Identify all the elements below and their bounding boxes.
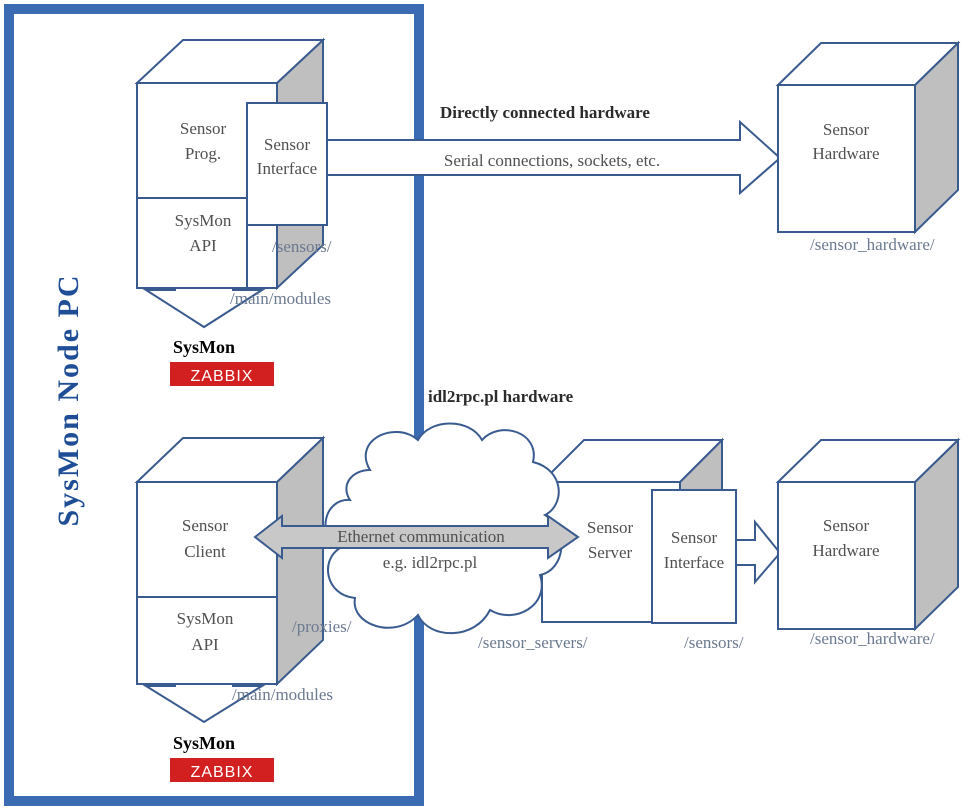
- client-label-1: Sensor: [182, 516, 229, 535]
- zabbix-label-top: ZABBIX: [191, 368, 254, 385]
- hardware-label-top-1: Sensor: [823, 120, 870, 139]
- api-label-1: SysMon: [175, 211, 232, 230]
- sensor-prog-label-1: Sensor: [180, 119, 227, 138]
- interface-to-hardware-arrow: [735, 519, 782, 585]
- path-sensors-bottom: /sensors/: [684, 633, 744, 652]
- zabbix-badge-bottom: [170, 758, 274, 782]
- server-label-2: Server: [588, 543, 633, 562]
- hardware-label-bottom-1: Sensor: [823, 516, 870, 535]
- hardware-label-top-2: Hardware: [812, 144, 879, 163]
- sensor-interface-box: [246, 102, 328, 226]
- hardware-label-bottom-2: Hardware: [812, 541, 879, 560]
- sysmon-label-top: SysMon: [173, 337, 235, 357]
- path-hardware-top: /sensor_hardware/: [810, 235, 935, 254]
- sensor-interface-label-2: Interface: [257, 159, 317, 178]
- api-label-bottom-2: API: [191, 635, 219, 654]
- serial-arrow: [326, 119, 782, 196]
- path-modules-top: /main/modules: [230, 289, 331, 308]
- sensor-interface-label-1: Sensor: [264, 135, 311, 154]
- api-label-2: API: [189, 236, 217, 255]
- server-label-1: Sensor: [587, 518, 634, 537]
- down-arrow-head-bottom: [142, 683, 266, 724]
- sensor-hardware-cube-top: [775, 40, 961, 235]
- sysmon-label-bottom: SysMon: [173, 733, 235, 753]
- sensor-hardware-cube-bottom: [775, 437, 961, 632]
- serial-arrow-label: Serial connections, sockets, etc.: [444, 151, 660, 170]
- api-label-bottom-1: SysMon: [177, 609, 234, 628]
- ethernet-label-1: Ethernet communication: [337, 527, 505, 546]
- path-proxies: /proxies/: [292, 617, 352, 636]
- path-modules-bottom: /main/modules: [232, 685, 333, 704]
- client-label-2: Client: [184, 542, 226, 561]
- ethernet-label-2: e.g. idl2rpc.pl: [383, 553, 478, 572]
- node-pc-title: SysMon Node PC: [52, 273, 85, 526]
- path-servers: /sensor_servers/: [478, 633, 588, 652]
- ethernet-arrow: [253, 513, 580, 561]
- zabbix-label-bottom: ZABBIX: [191, 764, 254, 781]
- sensor-prog-label-2: Prog.: [185, 144, 221, 163]
- path-hardware-bottom: /sensor_hardware/: [810, 629, 935, 648]
- zabbix-badge-top: [170, 362, 274, 386]
- server-interface-label-1: Sensor: [671, 528, 718, 547]
- path-sensors-top: /sensors/: [272, 237, 332, 256]
- down-arrow-head-top: [142, 287, 266, 329]
- rpc-heading: idl2rpc.pl hardware: [428, 387, 574, 406]
- server-interface-label-2: Interface: [664, 553, 724, 572]
- node-pc-frame: [4, 4, 424, 806]
- direct-heading: Directly connected hardware: [440, 103, 650, 122]
